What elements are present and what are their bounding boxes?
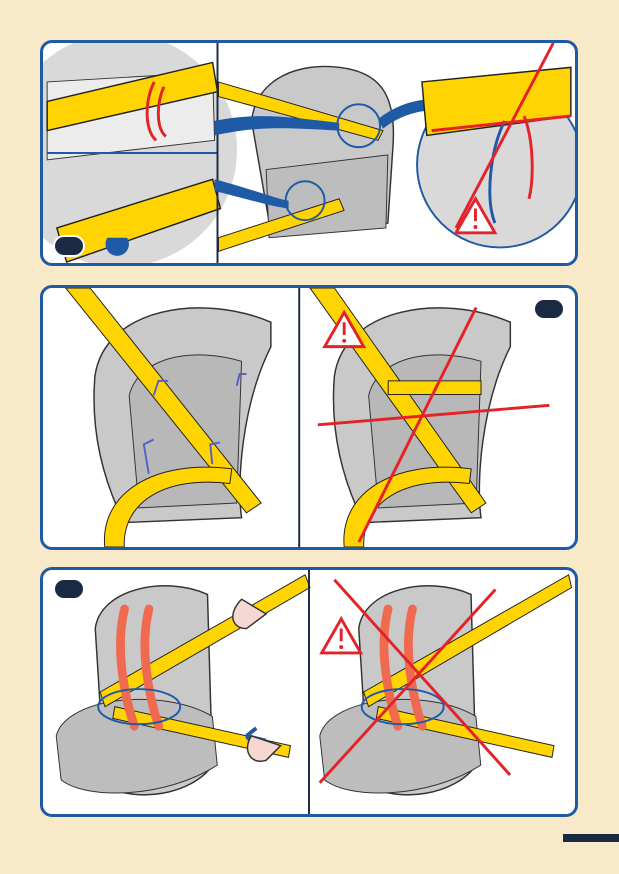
- panel-3-illustration: [43, 570, 575, 814]
- car-seat-correct-routing: [66, 288, 271, 547]
- page-edge-tab: [563, 834, 619, 842]
- step-badge: [53, 235, 85, 257]
- detail-zoom-left: [43, 43, 237, 263]
- car-seat-tighten-wrong: [320, 575, 572, 795]
- panel-1-illustration: [43, 43, 575, 263]
- instruction-panel-3: [40, 567, 578, 817]
- detail-zoom-right-wrong: [417, 67, 575, 247]
- instruction-panel-2: [40, 285, 578, 550]
- step-badge: [533, 298, 565, 320]
- step-badge: [53, 578, 85, 600]
- warning-triangle-icon: [322, 619, 361, 653]
- instruction-panel-1: [40, 40, 578, 266]
- car-seat-tighten-correct: [56, 575, 310, 795]
- car-seat-drawing: [218, 66, 393, 251]
- panel-2-illustration: [43, 288, 575, 547]
